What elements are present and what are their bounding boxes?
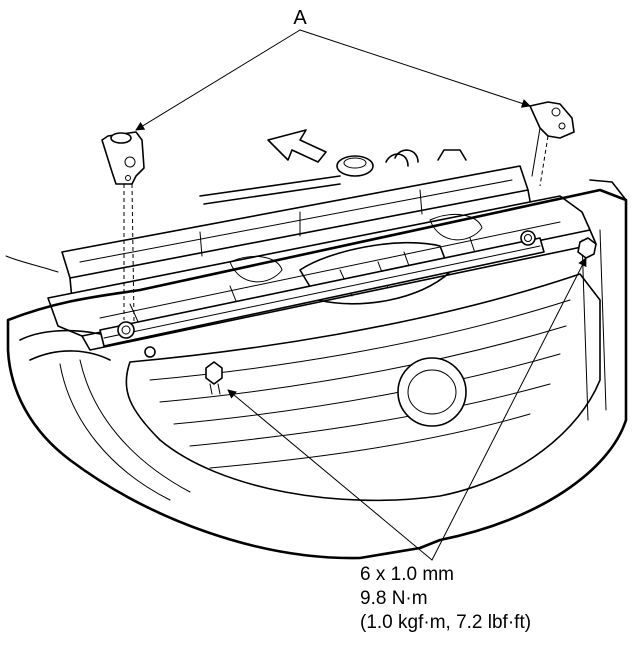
left-mounting-bracket [101, 131, 145, 323]
bumper-grille-rail [99, 230, 545, 347]
bolt-spec-torque-imperial: (1.0 kgf·m, 7.2 lbf·ft) [360, 612, 531, 633]
leader-lines [5, 29, 587, 561]
bolt-spec-torque-nm: 9.8 N·m [360, 588, 428, 609]
bolt-spec-size: 6 x 1.0 mm [360, 564, 454, 585]
right-mounting-bracket [529, 101, 575, 187]
right-bolt [577, 237, 597, 259]
front-bumper-cover [6, 179, 628, 560]
bumper-upper-frame [47, 195, 597, 351]
left-bolt [205, 361, 223, 395]
bracket-label-a: A [293, 7, 307, 29]
removal-direction-arrow [267, 129, 327, 163]
